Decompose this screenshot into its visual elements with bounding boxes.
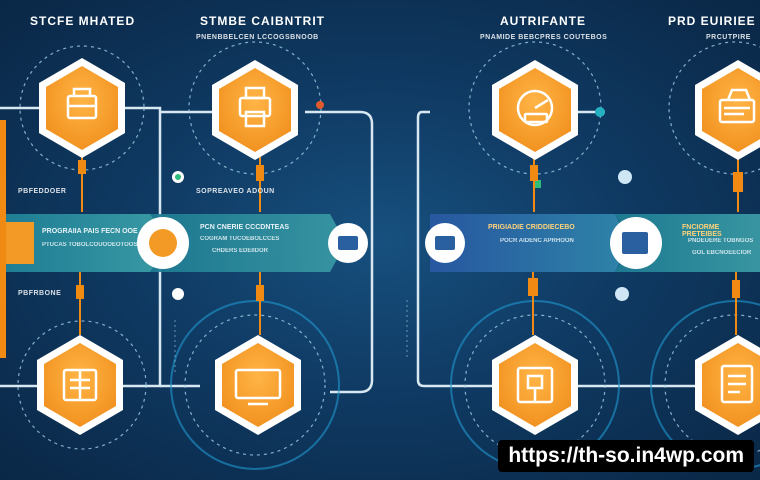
- subtitle-top-right: PRCUTPIRE: [706, 34, 751, 41]
- banner-center-left: [150, 214, 346, 272]
- tick-marks: [174, 300, 408, 375]
- banner-center-left-line-1: PCN CNERIE CCCDNTEAS: [200, 224, 290, 231]
- banner-center-left-line-3: CHDERS EDEIIDOR: [212, 248, 269, 254]
- banner-right-line-3: GOL EBCNOEECIOR: [692, 250, 752, 256]
- label-left-small-1: PBFEDDOER: [18, 188, 67, 195]
- banner-left-line-2: PTUCAS TOBOLCOUOOEOTOOS: [42, 242, 138, 248]
- watermark-url: https://th-so.in4wp.com: [498, 440, 754, 472]
- document-icon: [62, 368, 98, 402]
- node-top-2: [212, 60, 298, 160]
- gauge-icon: [516, 89, 554, 127]
- monitor-icon: [234, 368, 282, 406]
- banner-center-right-line-1: PRIGIADIE CRIDDIECEBO: [488, 224, 575, 231]
- node-bottom-3: [492, 335, 578, 435]
- printer-icon: [238, 86, 272, 128]
- label-left-small-2: PBFRBONE: [18, 290, 62, 297]
- node-top-1: [39, 58, 125, 158]
- label-center-small: SOPREAVEO ADOUN: [196, 188, 275, 195]
- title-top-center-left: STMBE CAIBNTRIT: [200, 14, 325, 28]
- banner-right-line-2: PNDEUERE TOBNGOS: [688, 238, 754, 244]
- node-bottom-1: [37, 335, 123, 435]
- banner-center-left-line-2: COGRAM TUCOEBOLCCES: [200, 236, 280, 242]
- node-bottom-2: [215, 335, 301, 435]
- banner-right-line-1: FNCIORME PRETEIBES: [682, 224, 722, 238]
- cart-icon: [718, 88, 756, 124]
- node-bottom-4: [695, 335, 760, 435]
- subtitle-top-center-left: PNENBBELCEN LCCOGSBNOOB: [196, 34, 319, 41]
- title-top-right: PRD EUIRIEE: [668, 14, 756, 28]
- banner-center-right-line-2: POCR AIDENC APRHOON: [500, 238, 574, 244]
- small-dots: [172, 101, 632, 301]
- toolbox-icon: [66, 87, 98, 120]
- node-top-3: [492, 60, 578, 160]
- checklist-icon: [720, 364, 754, 404]
- banner-left: [0, 214, 172, 272]
- title-top-left: STCFE MHATED: [30, 14, 136, 28]
- subtitle-top-center-right: PNAMIDE BEBCPRES COUTEBOS: [480, 34, 608, 41]
- title-top-center-right: AUTRIFANTE: [500, 14, 586, 28]
- left-accent-bar: [0, 120, 6, 358]
- plug-lines: [79, 150, 739, 335]
- banner-center-right: [430, 214, 630, 272]
- node-top-4: [695, 60, 760, 160]
- building-icon: [516, 366, 554, 404]
- banner-left-line-1: PROGRAIIA PAIS FECN OOE: [42, 228, 138, 235]
- connector-lines: [0, 106, 700, 394]
